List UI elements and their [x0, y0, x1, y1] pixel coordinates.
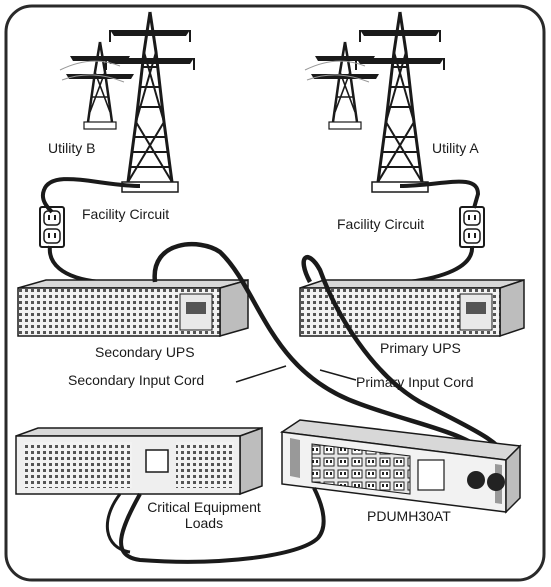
secondary-input-cord: [152, 241, 496, 462]
ups-unit-icon: [299, 278, 525, 338]
primary-input-cord: [301, 255, 513, 464]
pdu-model-label: PDUMH30AT: [367, 508, 451, 524]
pdu-unit-icon: [279, 419, 522, 514]
wall-outlet-icon: [459, 206, 485, 248]
facility-circuit-left-label: Facility Circuit: [82, 206, 170, 222]
critical-loads-label-line1: Critical Equipment: [147, 499, 261, 515]
ups-unit-icon: [17, 279, 249, 337]
facility-circuit-right-label: Facility Circuit: [337, 216, 425, 232]
equipment-rack-icon: [15, 426, 263, 496]
secondary-input-cord-label: Secondary Input Cord: [68, 372, 205, 388]
load-cable: [119, 487, 326, 564]
secondary-ups-label: Secondary UPS: [95, 344, 195, 360]
wall-outlet-icon: [39, 206, 65, 248]
utility-b-cable: [41, 177, 141, 214]
critical-loads-label-line2: Loads: [184, 515, 224, 531]
primary-ups-label: Primary UPS: [380, 340, 461, 356]
transmission-tower-icon: [304, 10, 446, 194]
load-cable-2: [105, 493, 131, 554]
utility-a-cable: [399, 179, 481, 209]
transmission-tower-icon: [59, 10, 196, 194]
utility-b-label: Utility B: [48, 140, 96, 156]
secondary-cord-pointer: [235, 365, 287, 383]
primary-input-cord-label: Primary Input Cord: [356, 374, 474, 390]
primary-cord-pointer: [319, 369, 357, 381]
utility-a-label: Utility A: [432, 140, 479, 156]
